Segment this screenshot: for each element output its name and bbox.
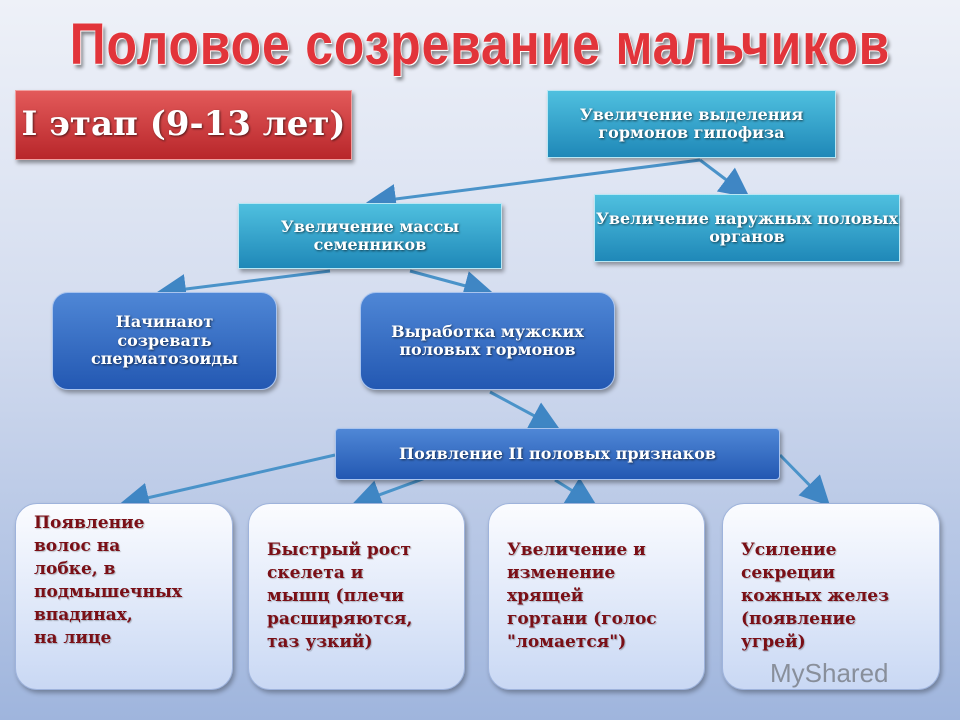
node-hormones: Выработка мужских половых гормонов [360,292,615,390]
node-hypophysis: Увеличение выделения гормонов гипофиза [547,90,836,158]
sign-larynx: Увеличение и изменение хрящей гортани (г… [488,503,705,690]
arrow [778,453,831,507]
sign-hair: Появление волос на лобке, в подмышечных … [15,503,233,690]
page-title: Половое созревание мальчиков [69,12,891,77]
node-external-organs: Увеличение наружных половых органов [594,194,900,262]
arrow [699,158,750,198]
sign-skeleton-growth: Быстрый рост скелета и мышц (плечи расши… [248,503,465,690]
stage-label: I этап (9-13 лет) [15,90,352,160]
arrow [119,453,336,513]
arrow [366,158,701,214]
sign-skin-glands: Усиление секреции кожных желез (появлени… [722,503,940,690]
arrow [489,390,561,430]
node-sperm: Начинают созревать сперматозоиды [52,292,277,390]
arrow [554,477,598,507]
node-secondary-signs: Появление II половых признаков [335,428,780,480]
arrow [409,269,494,301]
arrow [156,269,331,304]
node-testes-mass: Увеличение массы семенников [238,203,502,269]
watermark: MyShared [770,658,889,688]
